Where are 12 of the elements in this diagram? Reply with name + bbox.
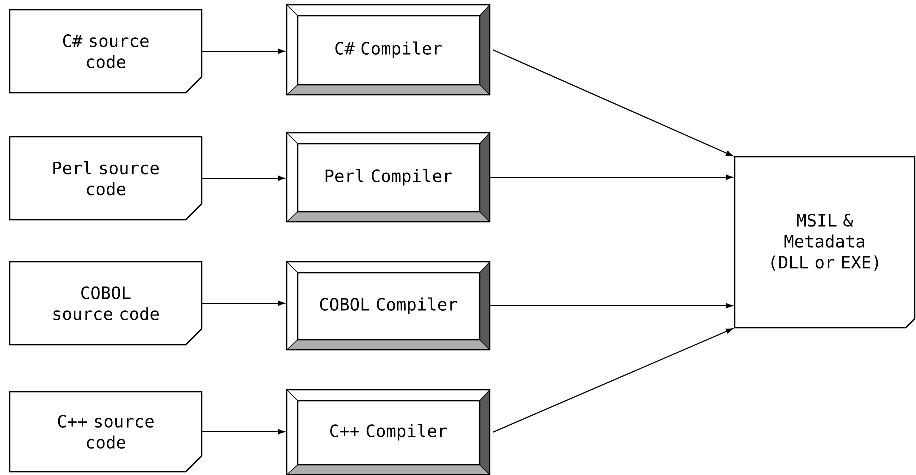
compiler-box: Perl Compiler <box>286 132 491 223</box>
arrow <box>202 48 286 54</box>
arrow <box>492 328 734 433</box>
arrow <box>492 50 734 157</box>
compiler-box: C++ Compiler <box>286 389 491 475</box>
arrow <box>202 429 286 435</box>
compiler-box: COBOL Compiler <box>286 261 491 351</box>
arrow <box>490 303 734 309</box>
compiler-box: C# Compiler <box>286 4 491 96</box>
arrow <box>202 176 286 182</box>
arrow <box>490 174 734 180</box>
arrow <box>202 300 286 306</box>
